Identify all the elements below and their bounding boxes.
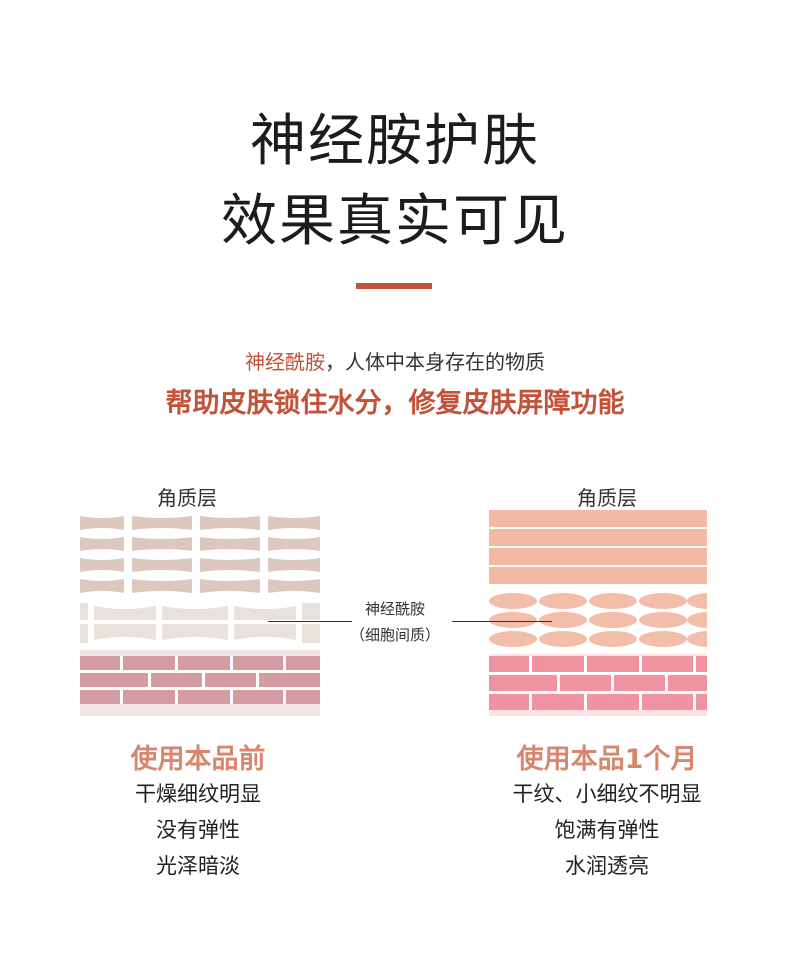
lipid-layer-after [489,590,707,650]
before-item: 光泽暗淡 [156,854,240,878]
base-layer-before [80,650,320,716]
before-item: 没有弹性 [156,818,240,842]
intro-line-2: 帮助皮肤锁住水分，修复皮肤屏障功能 [165,388,625,419]
before-title: 使用本品前 [130,744,266,775]
intro-line-1: 神经酰胺，人体中本身存在的物质 [0,346,790,375]
title-line-2: 效果真实可见 [221,189,569,254]
after-item: 水润透亮 [565,854,649,878]
keratin-layer-before [80,510,320,600]
pointer-line-left [268,621,352,622]
title-line-1: 神经胺护肤 [250,109,540,174]
pointer-line-right [452,621,552,622]
base-layer-after [489,654,707,716]
keratin-layer-after [489,510,707,584]
before-item: 干燥细纹明显 [135,782,261,806]
after-title: 使用本品1个月 [516,744,698,775]
ceramide-sublabel: （细胞间质） [349,626,440,644]
after-item: 干纹、小细纹不明显 [512,782,702,806]
after-item: 饱满有弹性 [554,818,660,842]
title-divider [356,283,432,289]
intro-highlight: 神经酰胺 [245,350,325,374]
lipid-layer-before [80,603,320,643]
layer-label-before: 角质层 [157,486,217,510]
ceramide-label: 神经酰胺 [364,600,425,618]
layer-label-after: 角质层 [577,486,637,510]
skin-diagram-before [80,510,320,716]
skin-diagram-after [489,510,707,716]
intro-rest: ，人体中本身存在的物质 [325,350,545,374]
